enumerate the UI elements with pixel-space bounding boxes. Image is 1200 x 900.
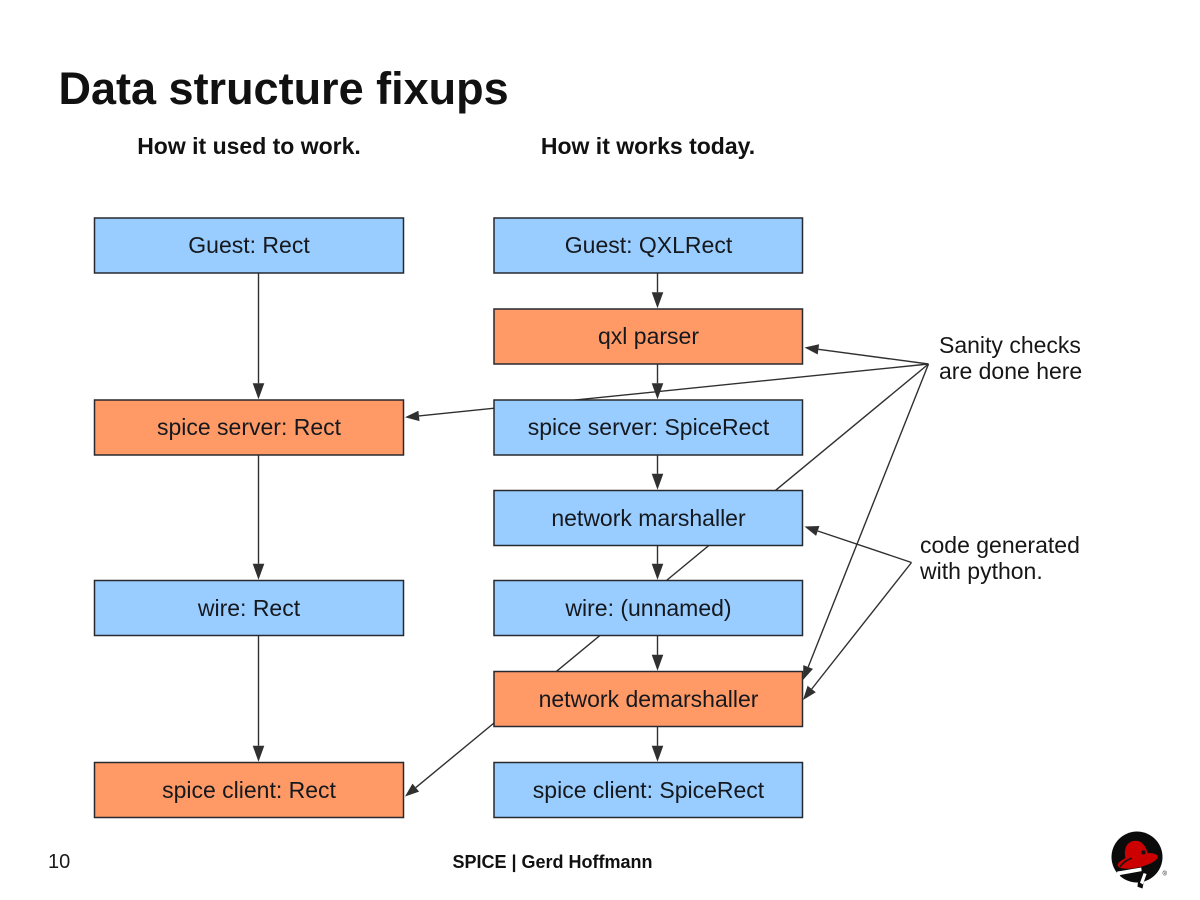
box-network-marshaller (493, 489, 804, 547)
box-label-spice-client-rect: spice client: Rect (162, 776, 336, 803)
arrow-sanity-to-qxl-parser (804, 344, 929, 365)
connector-network-marshaller-to-wire-unnamed (651, 545, 664, 580)
box-label-network-demarshaller: network demarshaller (538, 685, 759, 712)
box-guest-qxlrect (493, 217, 804, 274)
footer-text: SPICE | Gerd Hoffmann (452, 852, 653, 873)
arrow-codegen-to-network-demarshaller (803, 562, 913, 700)
box-qxl-parser (493, 308, 804, 365)
diagram-boxes (93, 217, 804, 819)
column-heading-new: How it works today. (540, 132, 756, 159)
box-wire-rect (93, 579, 405, 637)
box-label-wire-unnamed: wire: (unnamed) (565, 594, 732, 621)
box-spice-server-spicerect (493, 399, 804, 456)
flow-connectors (252, 273, 664, 762)
box-label-spice-server-rect: spice server: Rect (156, 414, 342, 440)
box-network-demarshaller (493, 670, 804, 728)
connector-spice-server-rect-to-wire-rect (252, 454, 265, 580)
box-label-guest-qxlrect: Guest: QXLRect (564, 232, 733, 258)
annotation-sanity-checks: Sanity checks are done here (939, 332, 1082, 384)
slide-title: Data structure fixups (58, 62, 509, 114)
box-guest-rect (93, 217, 405, 274)
annotation-codegen-line1: code generated (920, 531, 1080, 558)
redhat-shadowman-icon: ® (1111, 831, 1168, 889)
page-number: 10 (48, 851, 71, 873)
connector-qxl-parser-to-spice-server-spicerect (651, 363, 664, 400)
box-spice-client-spicerect (493, 761, 804, 819)
logo-hat (1117, 840, 1158, 876)
connector-guest-qxlrect-to-qxl-parser (651, 273, 664, 309)
arrow-codegen-to-network-marshaller (804, 526, 912, 564)
box-label-guest-rect: Guest: Rect (188, 232, 310, 258)
annotation-sanity-line1: Sanity checks (939, 331, 1081, 358)
box-spice-server-rect (93, 399, 405, 456)
connector-guest-rect-to-spice-server-rect (252, 273, 265, 400)
arrow-sanity-to-network-demarshaller (803, 363, 930, 680)
box-label-network-marshaller: network marshaller (551, 504, 746, 531)
connector-network-demarshaller-to-spice-client-spicerect (651, 726, 664, 762)
box-label-spice-client-spicerect: spice client: SpiceRect (532, 776, 765, 803)
column-heading-old: How it used to work. (137, 132, 361, 159)
box-label-spice-server-spicerect: spice server: SpiceRect (527, 414, 770, 440)
connector-wire-unnamed-to-network-demarshaller (651, 635, 664, 671)
annotation-code-generated: code generated with python. (920, 532, 1080, 584)
connector-wire-rect-to-spice-client-rect (252, 635, 265, 762)
annotation-codegen-line2: with python. (920, 557, 1043, 584)
redhat-logo: ® (1111, 831, 1168, 889)
box-label-wire-rect: wire: Rect (197, 594, 301, 621)
connector-spice-server-spicerect-to-network-marshaller (651, 454, 664, 490)
annotation-sanity-line2: are done here (939, 357, 1083, 384)
box-spice-client-rect (93, 761, 405, 819)
logo-registered-mark: ® (1163, 871, 1168, 878)
box-wire-unnamed (493, 579, 804, 637)
box-label-qxl-parser: qxl parser (598, 323, 699, 349)
